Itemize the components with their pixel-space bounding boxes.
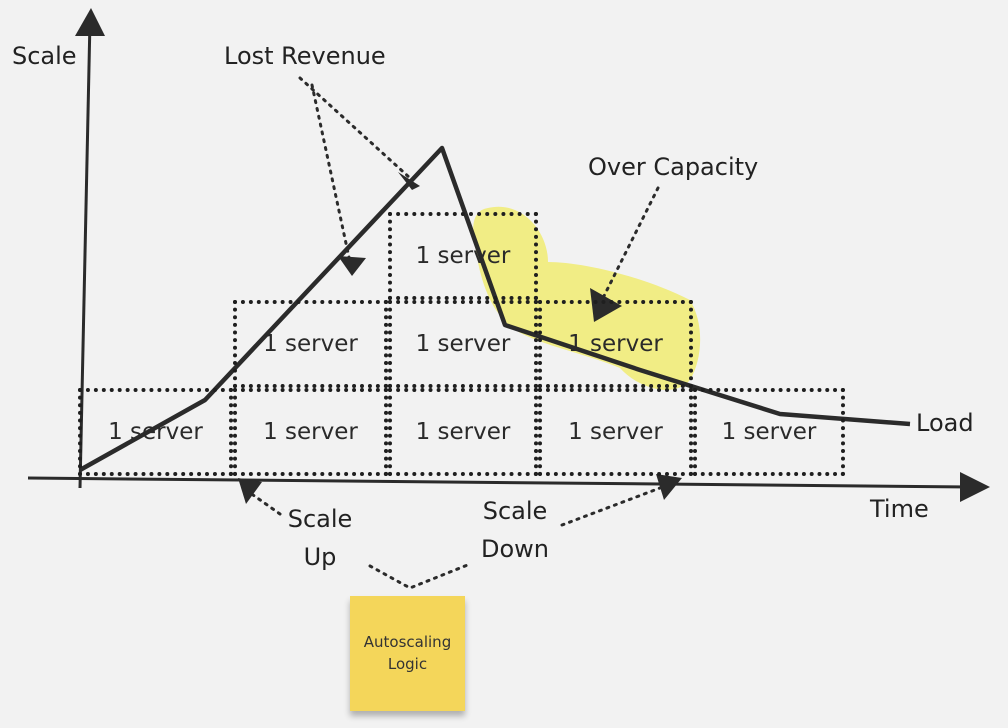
load-label: Load [916, 409, 974, 437]
lost-revenue-arrowhead-2 [338, 256, 366, 276]
server-box: 1 server [388, 300, 538, 388]
server-box: 1 server [538, 300, 693, 388]
over-capacity-label: Over Capacity [588, 153, 759, 181]
over-capacity-arrowhead [590, 288, 622, 322]
autoscaling-logic-sticky-note: Autoscaling Logic [350, 596, 465, 711]
server-box: 1 server [388, 212, 538, 300]
load-curve [78, 145, 911, 472]
lost-revenue-label: Lost Revenue [224, 42, 386, 70]
server-box: 1 server [693, 388, 845, 476]
x-axis-arrowhead [960, 472, 990, 502]
server-box: 1 server [78, 388, 233, 476]
scale-up-arrowhead [238, 478, 262, 504]
server-box: 1 server [538, 388, 693, 476]
lost-revenue-pointer-2 [310, 83, 352, 264]
server-box: 1 server [388, 388, 538, 476]
lost-revenue-pointer-1 [298, 76, 412, 180]
sticky-connector [368, 562, 472, 590]
over-capacity-pointer [600, 186, 660, 302]
y-axis-label: Scale [12, 42, 77, 70]
x-axis-label: Time [870, 495, 929, 523]
y-axis-arrowhead [75, 8, 105, 36]
server-box: 1 server [233, 300, 388, 388]
lost-revenue-arrowhead-1 [398, 172, 420, 190]
scale-down-label: Scale Down [480, 497, 549, 563]
over-capacity-highlight [473, 206, 701, 390]
scale-down-pointer [560, 486, 662, 527]
scale-up-label: Scale Up [287, 505, 353, 571]
x-axis [27, 476, 971, 489]
scale-down-arrowhead [656, 474, 682, 500]
sticky-note-text: Autoscaling Logic [363, 632, 452, 673]
server-box: 1 server [233, 388, 388, 476]
